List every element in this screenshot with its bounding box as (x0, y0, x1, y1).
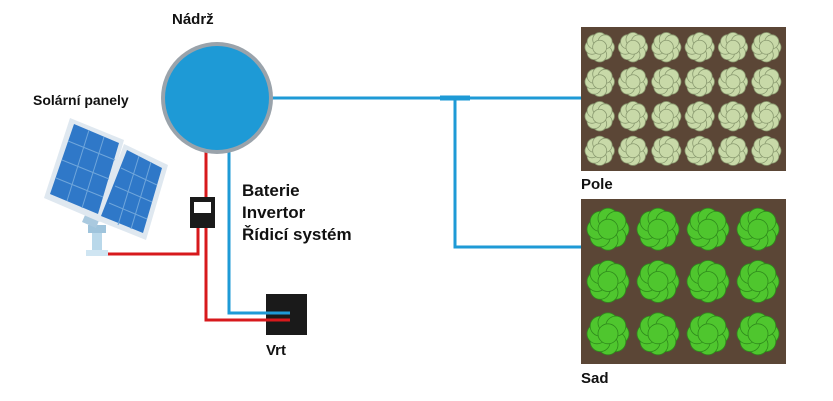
power-cables (103, 150, 290, 322)
solar-panels-label: Solární panely (33, 92, 129, 108)
cabbage-icon (751, 135, 782, 166)
field-plot (581, 27, 786, 171)
cabbage-icon (684, 32, 715, 63)
inverter-label: Invertor (242, 203, 306, 222)
cabbage-icon (717, 101, 749, 132)
cabbage-icon (751, 66, 782, 97)
lettuce-icon (736, 207, 780, 251)
lettuce-icon (586, 312, 630, 356)
water-tank-icon (161, 42, 273, 154)
field-crops (584, 32, 782, 166)
cable-controller-to-pump (204, 228, 290, 322)
equipment-labels: Baterie Invertor Řídicí systém (242, 180, 352, 246)
cabbage-icon (617, 135, 649, 166)
cabbage-icon (684, 101, 715, 132)
cabbage-icon (717, 32, 749, 63)
cabbage-icon (717, 135, 749, 166)
lettuce-icon (686, 312, 730, 356)
cable-solar-to-controller (103, 228, 200, 256)
cabbage-icon (617, 101, 649, 132)
cabbage-icon (617, 66, 649, 97)
lettuce-icon (636, 312, 680, 356)
cabbage-icon (717, 66, 749, 97)
lettuce-icon (686, 260, 730, 303)
well-label: Vrt (266, 342, 287, 359)
pipe-branch-to-orchard (453, 98, 582, 249)
pump-box-icon (266, 294, 307, 335)
orchard-label: Sad (581, 370, 609, 387)
cabbage-icon (584, 101, 615, 132)
lettuce-icon (736, 312, 780, 356)
cabbage-icon (684, 135, 715, 166)
cabbage-icon (651, 66, 682, 97)
cabbage-icon (651, 32, 682, 63)
cabbage-icon (651, 135, 682, 166)
cabbage-icon (584, 135, 615, 166)
lettuce-icon (736, 260, 780, 303)
lettuce-icon (586, 260, 630, 303)
tank-label: Nádrž (172, 11, 214, 28)
cabbage-icon (751, 32, 782, 63)
cabbage-icon (684, 66, 715, 97)
lettuce-icon (636, 260, 680, 303)
solar-panel-icon (44, 118, 168, 256)
controller-box-icon (190, 197, 215, 228)
cabbage-icon (751, 101, 782, 132)
orchard-crops (586, 207, 780, 356)
lettuce-icon (586, 207, 630, 251)
cabbage-icon (584, 66, 615, 97)
orchard-plot (581, 199, 786, 364)
cabbage-icon (584, 32, 615, 63)
battery-label: Baterie (242, 181, 300, 200)
lettuce-icon (686, 207, 730, 251)
lettuce-icon (636, 207, 680, 251)
field-label: Pole (581, 176, 613, 193)
control-system-label: Řídicí systém (242, 225, 352, 244)
cabbage-icon (651, 101, 682, 132)
cabbage-icon (617, 32, 649, 63)
